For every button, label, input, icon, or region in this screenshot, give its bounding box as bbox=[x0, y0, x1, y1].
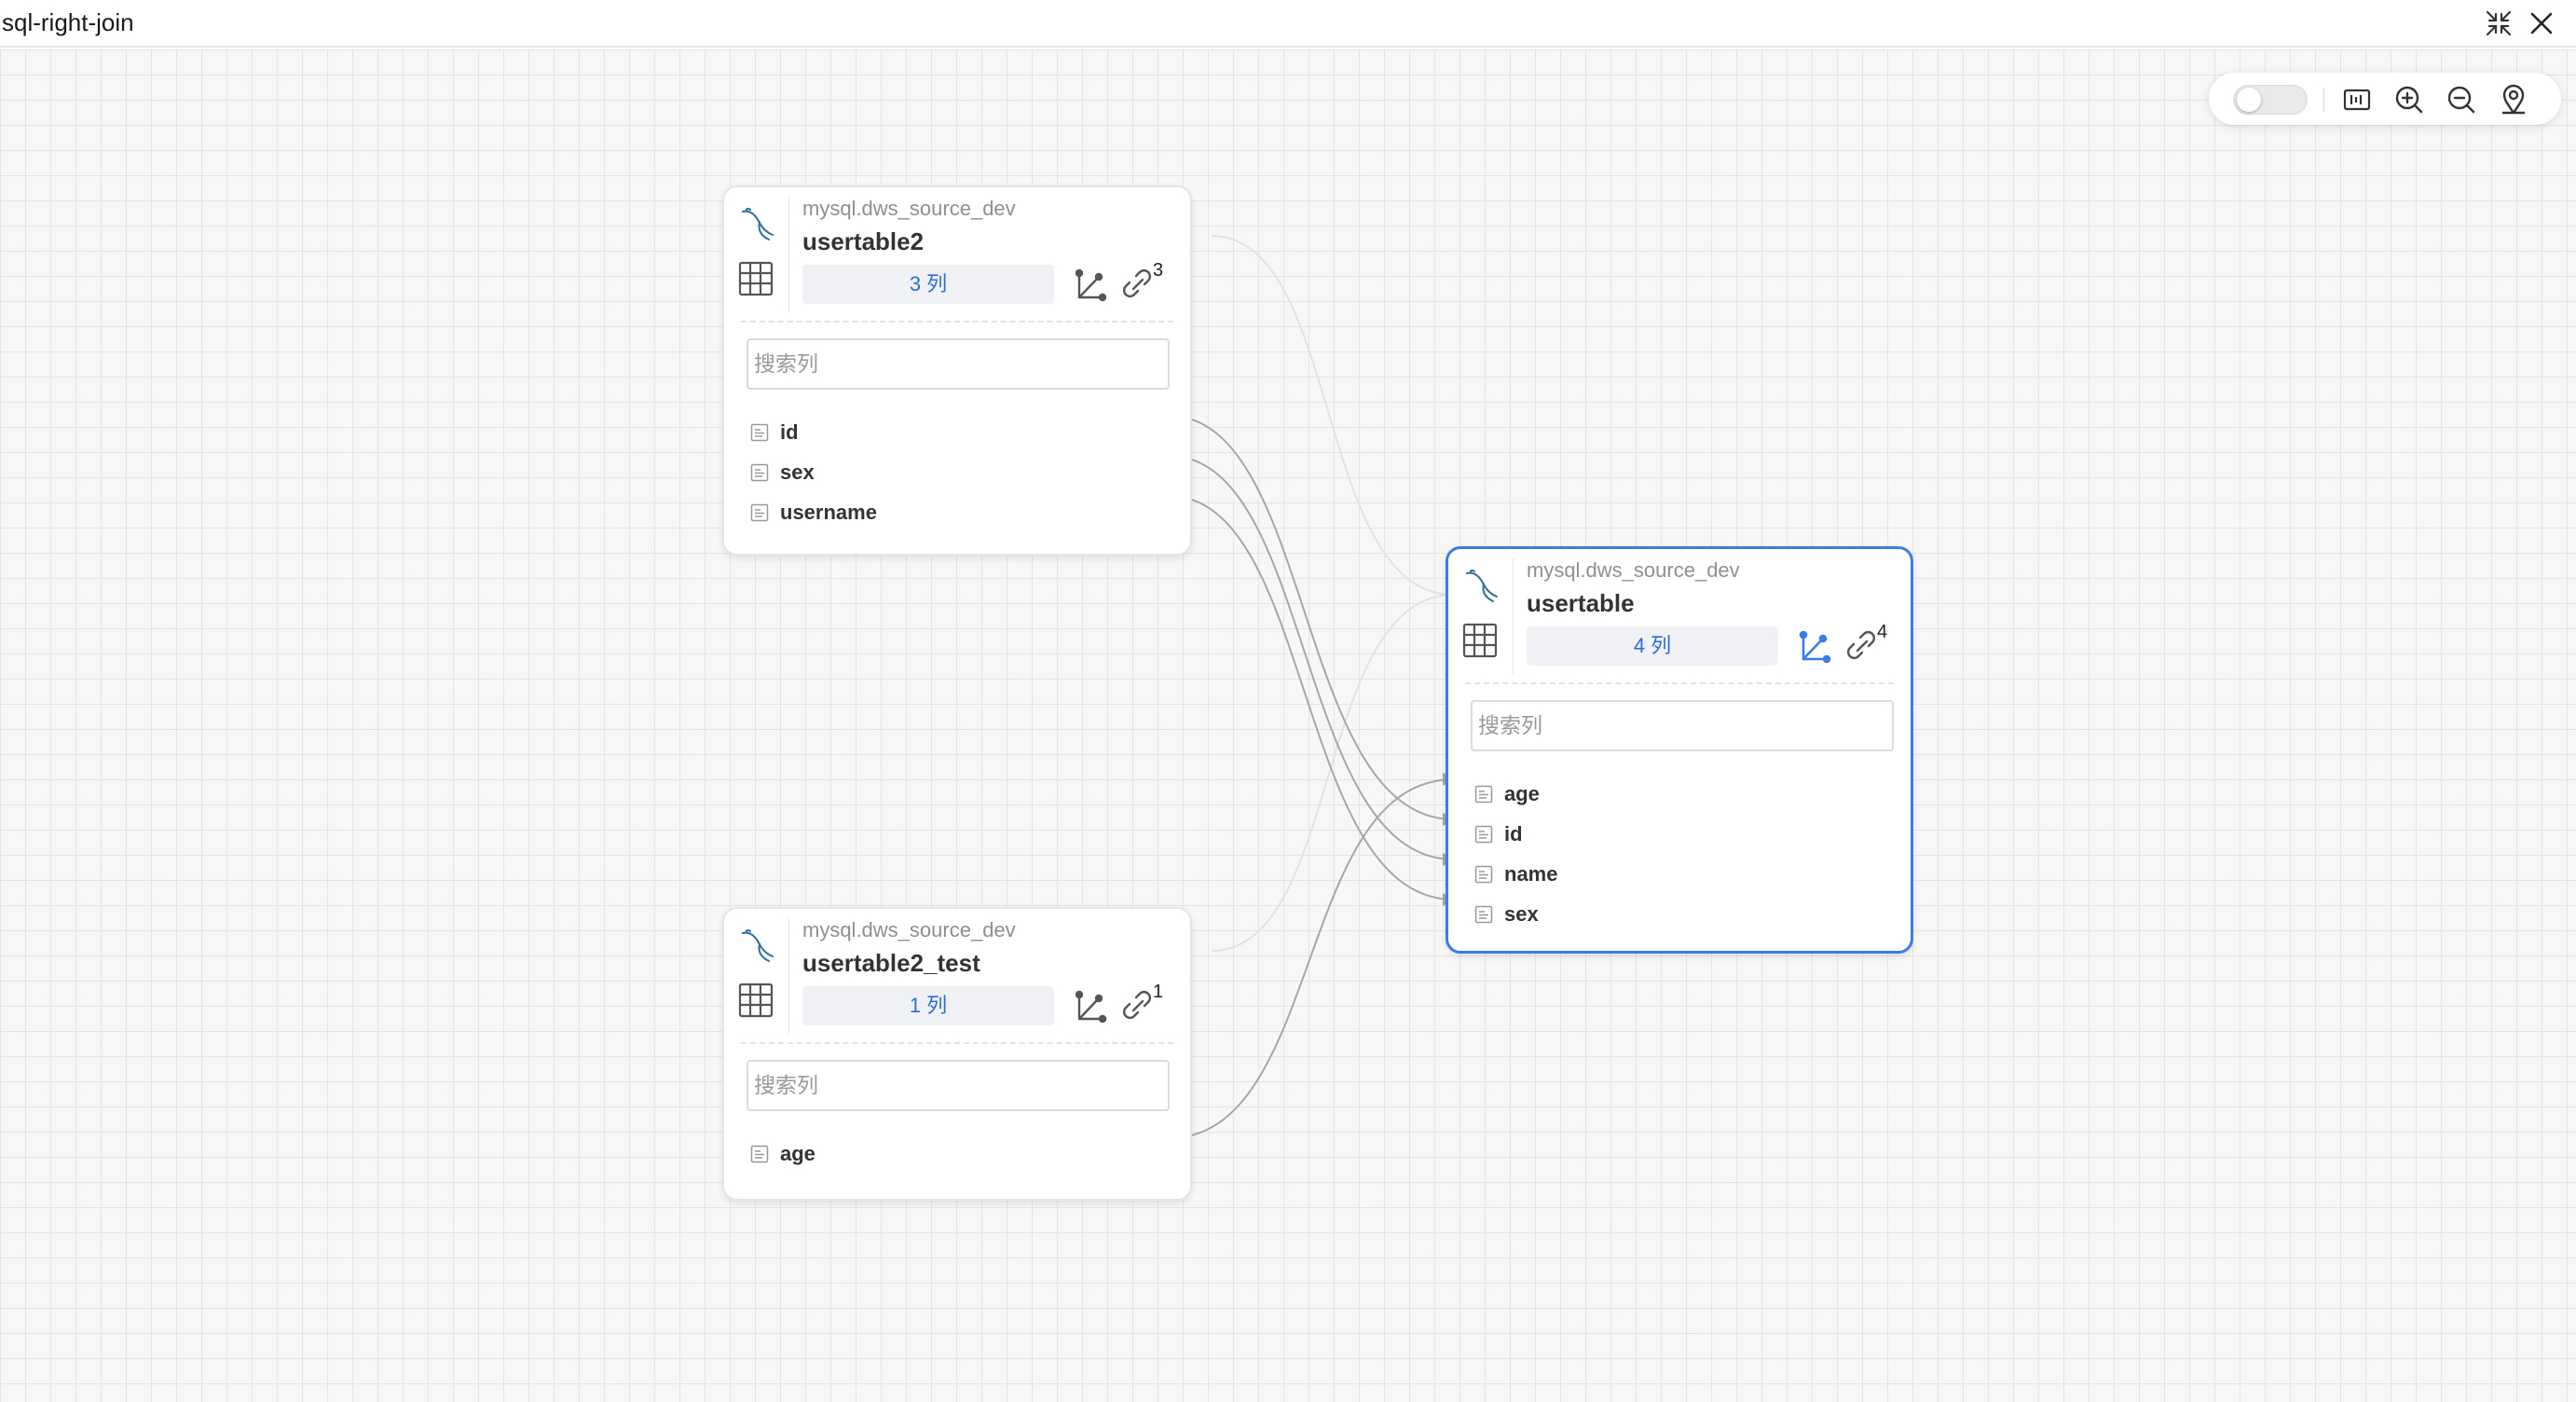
field-name: sex bbox=[780, 460, 815, 484]
title-bar: sql-right-join bbox=[0, 0, 2576, 48]
link-count: 1 bbox=[1153, 982, 1164, 1002]
field-name: username bbox=[780, 501, 877, 524]
mysql-icon bbox=[1466, 569, 1498, 602]
table-edge bbox=[1211, 594, 1455, 952]
window-title: sql-right-join bbox=[2, 8, 134, 36]
table-node-usertable2[interactable]: mysql.dws_source_dev usertable2 3 列 3 id… bbox=[722, 186, 1192, 556]
lineage-edges bbox=[1168, 235, 1456, 1139]
field-edge bbox=[1168, 455, 1456, 866]
layout-toggle[interactable] bbox=[2233, 85, 2308, 115]
table-node-usertable[interactable]: mysql.dws_source_dev usertable 4 列 4 age… bbox=[1446, 546, 1913, 954]
node-title: usertable2_test bbox=[802, 949, 980, 977]
table-node-usertable2-test[interactable]: mysql.dws_source_dev usertable2_test 1 列… bbox=[722, 907, 1192, 1201]
field-icon bbox=[750, 503, 769, 522]
link-count: 3 bbox=[1153, 260, 1164, 281]
mysql-icon bbox=[742, 207, 774, 241]
zoom-out-icon[interactable] bbox=[2446, 84, 2477, 116]
link-icon[interactable] bbox=[1119, 987, 1155, 1023]
locate-icon[interactable] bbox=[2498, 84, 2529, 116]
field-name: id bbox=[780, 420, 799, 444]
canvas-toolbar bbox=[2209, 73, 2561, 125]
column-search-input[interactable] bbox=[1471, 700, 1894, 751]
node-source: mysql.dws_source_dev bbox=[1527, 558, 1740, 582]
field-icon bbox=[750, 1145, 769, 1163]
field-name: age bbox=[780, 1142, 815, 1165]
field-edge bbox=[1168, 495, 1456, 906]
lineage-icon[interactable] bbox=[1071, 987, 1108, 1024]
close-icon[interactable] bbox=[2526, 7, 2557, 39]
field-row[interactable]: id bbox=[747, 415, 1170, 450]
node-source: mysql.dws_source_dev bbox=[802, 918, 1016, 942]
column-search-input[interactable] bbox=[747, 338, 1170, 390]
zoom-in-icon[interactable] bbox=[2393, 84, 2425, 116]
table-edge bbox=[1211, 235, 1455, 596]
field-icon bbox=[1474, 905, 1493, 924]
field-icon bbox=[750, 463, 769, 482]
field-row[interactable]: age bbox=[1471, 777, 1894, 812]
node-title: usertable2 bbox=[802, 227, 925, 255]
field-row[interactable]: name bbox=[1471, 857, 1894, 892]
columns-count-button[interactable]: 3 列 bbox=[802, 265, 1054, 304]
field-icon bbox=[1474, 785, 1493, 804]
table-icon bbox=[738, 983, 774, 1018]
field-name: age bbox=[1504, 782, 1540, 805]
field-row[interactable]: sex bbox=[747, 455, 1170, 490]
field-icon bbox=[1474, 865, 1493, 884]
minimap-icon[interactable] bbox=[2341, 84, 2373, 116]
field-edge bbox=[1168, 415, 1456, 826]
field-icon bbox=[750, 423, 769, 442]
field-name: name bbox=[1504, 862, 1558, 886]
columns-count-button[interactable]: 4 列 bbox=[1527, 626, 1778, 666]
field-row[interactable]: age bbox=[747, 1136, 1170, 1172]
mysql-icon bbox=[742, 928, 774, 962]
lineage-icon[interactable] bbox=[1071, 266, 1108, 303]
field-icon bbox=[1474, 825, 1493, 844]
field-row[interactable]: id bbox=[1471, 817, 1894, 852]
lineage-canvas[interactable]: mysql.dws_source_dev usertable2 3 列 3 id… bbox=[0, 49, 2576, 1402]
node-title: usertable bbox=[1527, 589, 1635, 617]
table-icon bbox=[1462, 623, 1498, 658]
lineage-icon[interactable] bbox=[1795, 627, 1832, 665]
column-search-input[interactable] bbox=[747, 1060, 1170, 1111]
field-row[interactable]: sex bbox=[1471, 897, 1894, 932]
link-count: 4 bbox=[1877, 622, 1888, 642]
collapse-icon[interactable] bbox=[2483, 7, 2514, 39]
link-icon[interactable] bbox=[1119, 266, 1155, 301]
field-row[interactable]: username bbox=[747, 495, 1170, 530]
field-name: sex bbox=[1504, 902, 1539, 926]
table-icon bbox=[738, 261, 774, 296]
link-icon[interactable] bbox=[1843, 627, 1879, 663]
node-source: mysql.dws_source_dev bbox=[802, 197, 1016, 220]
columns-count-button[interactable]: 1 列 bbox=[802, 986, 1054, 1025]
field-name: id bbox=[1504, 822, 1523, 845]
field-edge bbox=[1168, 773, 1456, 1139]
